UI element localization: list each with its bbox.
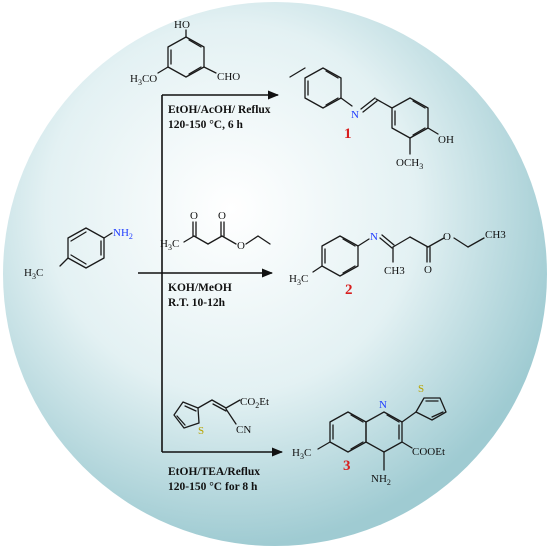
background-sphere — [3, 2, 547, 546]
reagent-2-ester-o: O — [218, 210, 226, 222]
conditions-1-line-2: 120-150 °C, 6 h — [168, 119, 243, 131]
reagent-3-ester: CO2Et — [240, 396, 269, 410]
hydroxyl-label: HO — [174, 19, 190, 31]
product-1-schiff-base: N OH OCH3 — [289, 67, 454, 171]
product-2-ether-o: O — [443, 231, 451, 243]
product-2-tolyl-methyl: H3C — [289, 273, 308, 287]
product-3-ester: COOEt — [412, 446, 445, 458]
product-1-imine-n: N — [351, 109, 359, 121]
product-3-methyl: H3C — [292, 447, 311, 461]
compound-number-2: 2 — [345, 282, 353, 298]
conditions-1-line-1: EtOH/AcOH/ Reflux — [168, 104, 271, 116]
methyl-label: H3C — [24, 267, 43, 281]
product-3-ring-n: N — [379, 399, 387, 411]
product-3-sulfur: S — [418, 383, 424, 395]
product-1-methoxy: OCH3 — [396, 157, 423, 171]
thienyl-acrylate-reagent: S CO2Et CN — [173, 396, 269, 437]
aldehyde-label: CHO — [217, 71, 240, 83]
ethyl-acetoacetate-reagent: O O O H3C — [160, 210, 271, 252]
product-2-carbonyl-o: O — [424, 264, 432, 276]
reaction-arrows — [138, 90, 284, 457]
product-2-methyl: CH3 — [384, 265, 405, 277]
p-toluidine: NH2 H3C — [24, 227, 133, 281]
reagent-3-sulfur: S — [198, 425, 204, 437]
product-3-quinoline: N S COOEt NH2 H3C — [292, 383, 447, 487]
compound-number-1: 1 — [344, 126, 352, 142]
product-3-amine: NH2 — [371, 473, 391, 487]
product-2-imine-n: N — [370, 231, 378, 243]
product-2-imine-ester: N O O CH3 CH3 H3C — [289, 229, 506, 287]
conditions-2-line-1: KOH/MeOH — [168, 282, 232, 294]
amine-label: NH2 — [113, 227, 133, 241]
vanillin-reagent: HO H3CO CHO — [130, 19, 240, 87]
reagent-2-keto-o: O — [190, 210, 198, 222]
compound-number-3: 3 — [343, 458, 351, 474]
product-2-terminal-methyl: CH3 — [485, 229, 506, 241]
conditions-2-line-2: R.T. 10-12h — [168, 297, 226, 309]
reagent-3-nitrile: CN — [236, 424, 251, 436]
reagent-2-methyl: H3C — [160, 238, 179, 252]
product-1-hydroxyl: OH — [438, 134, 454, 146]
methoxy-label: H3CO — [130, 73, 157, 87]
conditions-3-line-2: 120-150 °C for 8 h — [168, 481, 258, 493]
conditions-3-line-1: EtOH/TEA/Reflux — [168, 466, 260, 478]
reagent-2-ether-o: O — [237, 240, 245, 252]
